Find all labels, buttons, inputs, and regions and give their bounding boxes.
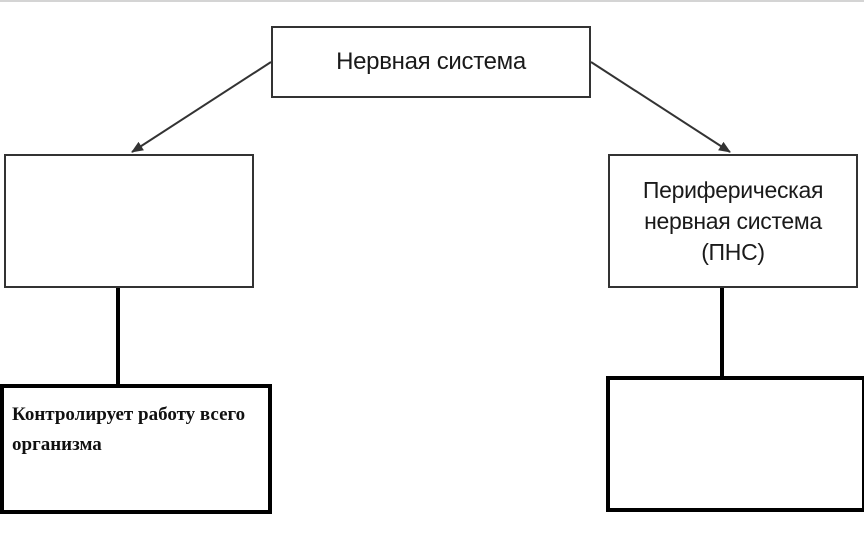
left-branch-box	[4, 154, 254, 288]
right-function-box	[606, 376, 864, 512]
right-branch-box: Периферическая нервная система (ПНС)	[608, 154, 858, 288]
root-node-label: Нервная система	[336, 48, 526, 75]
right-branch-label: Периферическая нервная система (ПНС)	[642, 176, 824, 265]
left-function-box: Контролирует работу всего организма	[0, 384, 272, 514]
arrow-root-to-left	[131, 61, 272, 153]
root-node-box: Нервная система	[271, 26, 591, 98]
arrow-root-to-right	[590, 61, 731, 153]
left-function-label: Контролирует работу всего организма	[12, 404, 246, 455]
